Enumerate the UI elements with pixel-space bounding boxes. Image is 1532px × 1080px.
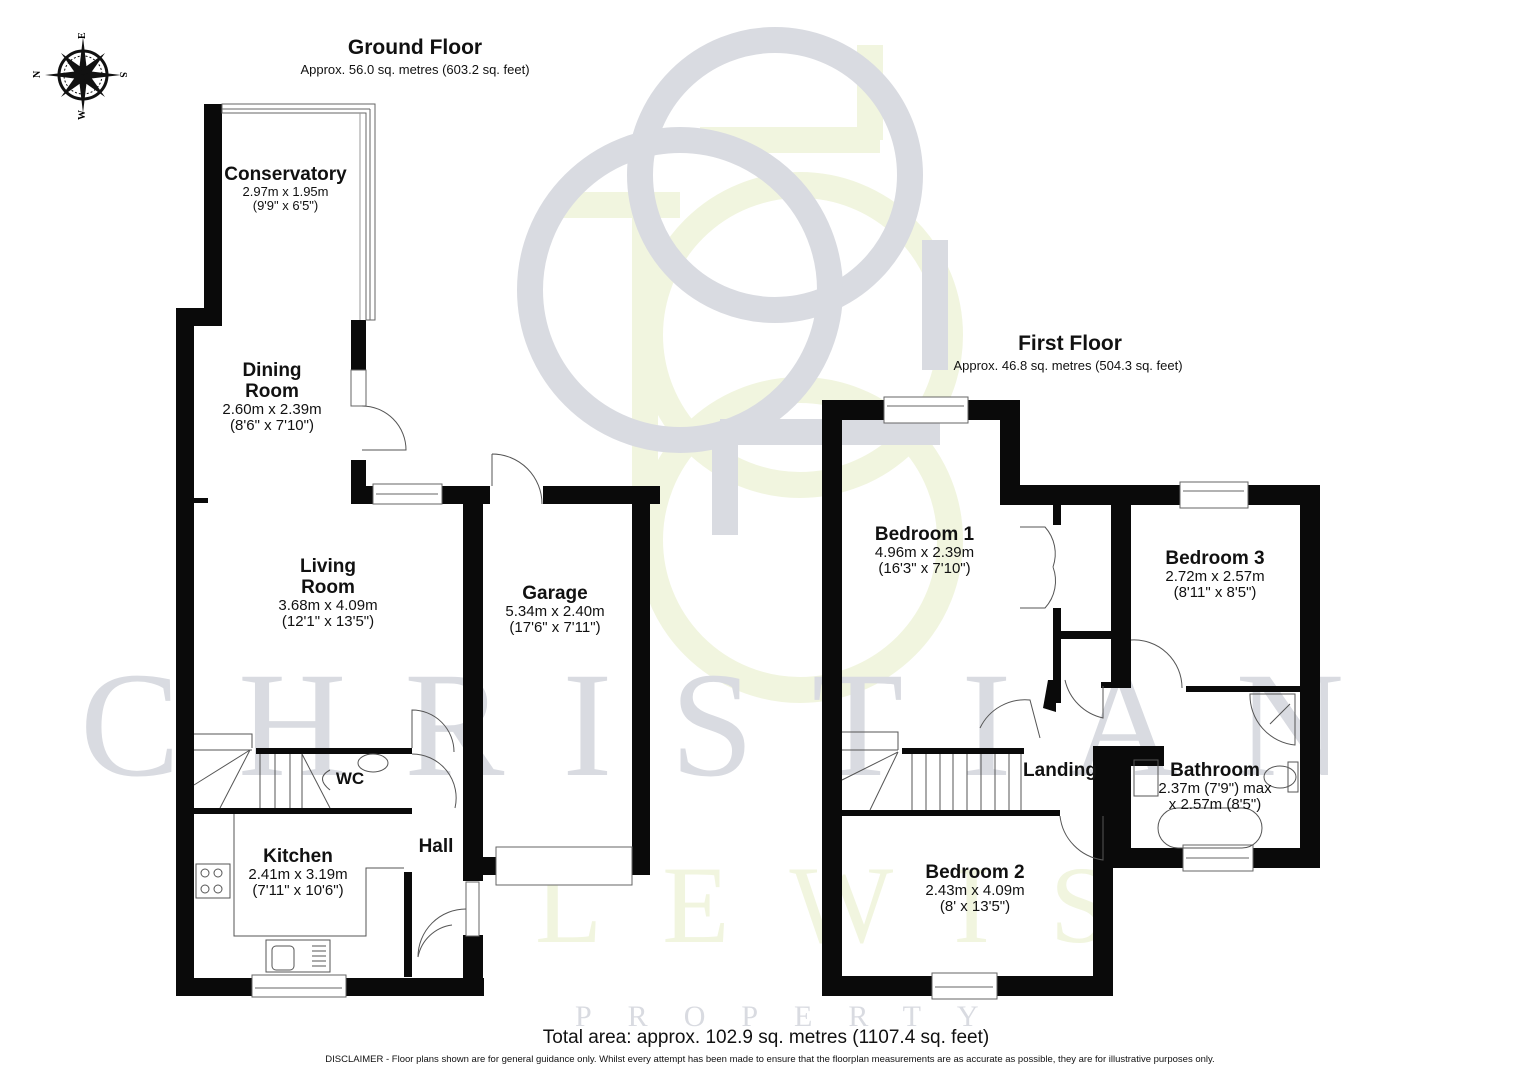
watermark-property: PROPERTY bbox=[575, 1000, 1015, 1033]
watermark-christian: CHRISTIAN bbox=[80, 642, 1403, 808]
ground-floor-area: Approx. 56.0 sq. metres (603.2 sq. feet) bbox=[300, 62, 530, 77]
room-hall: Hall bbox=[418, 836, 454, 857]
first-floor-title: First Floor bbox=[1018, 332, 1122, 355]
first-floor-area: Approx. 46.8 sq. metres (504.3 sq. feet) bbox=[953, 358, 1183, 373]
room-conservatory: Conservatory 2.97m x 1.95m (9'9" x 6'5") bbox=[224, 164, 347, 213]
ground-floor-walls bbox=[176, 104, 660, 996]
room-garage: Garage 5.34m x 2.40m (17'6" x 7'11") bbox=[505, 583, 605, 636]
ground-floor-fixtures bbox=[193, 405, 543, 973]
room-bathroom: Bathroom 2.37m (7'9") max x 2.57m (8'5") bbox=[1158, 760, 1272, 813]
room-living-room: Living Room 3.68m x 4.09m (12'1" x 13'5"… bbox=[278, 556, 378, 630]
room-bedroom-1: Bedroom 1 4.96m x 2.39m (16'3" x 7'10") bbox=[874, 524, 975, 577]
first-floor-fixtures bbox=[841, 526, 1299, 861]
disclaimer: DISCLAIMER - Floor plans shown are for g… bbox=[325, 1054, 1215, 1065]
room-bedroom-3: Bedroom 3 2.72m x 2.57m (8'11" x 8'5") bbox=[1165, 548, 1265, 601]
svg-text:W: W bbox=[77, 110, 88, 120]
ground-floor-title: Ground Floor bbox=[347, 36, 483, 59]
svg-text:N: N bbox=[32, 70, 43, 78]
room-kitchen: Kitchen 2.41m x 3.19m (7'11" x 10'6") bbox=[248, 846, 348, 899]
room-dining-room: Dining Room 2.60m x 2.39m (8'6" x 7'10") bbox=[222, 360, 322, 434]
svg-text:E: E bbox=[77, 32, 88, 39]
svg-text:S: S bbox=[117, 72, 128, 78]
room-wc: WC bbox=[335, 769, 365, 788]
room-landing: Landing bbox=[1023, 760, 1097, 781]
total-area: Total area: approx. 102.9 sq. metres (11… bbox=[542, 1027, 990, 1048]
room-bedroom-2: Bedroom 2 2.43m x 4.09m (8' x 13'5") bbox=[925, 862, 1025, 915]
compass-rose-icon: N E S W bbox=[32, 32, 128, 120]
first-floor-walls bbox=[822, 400, 1320, 996]
